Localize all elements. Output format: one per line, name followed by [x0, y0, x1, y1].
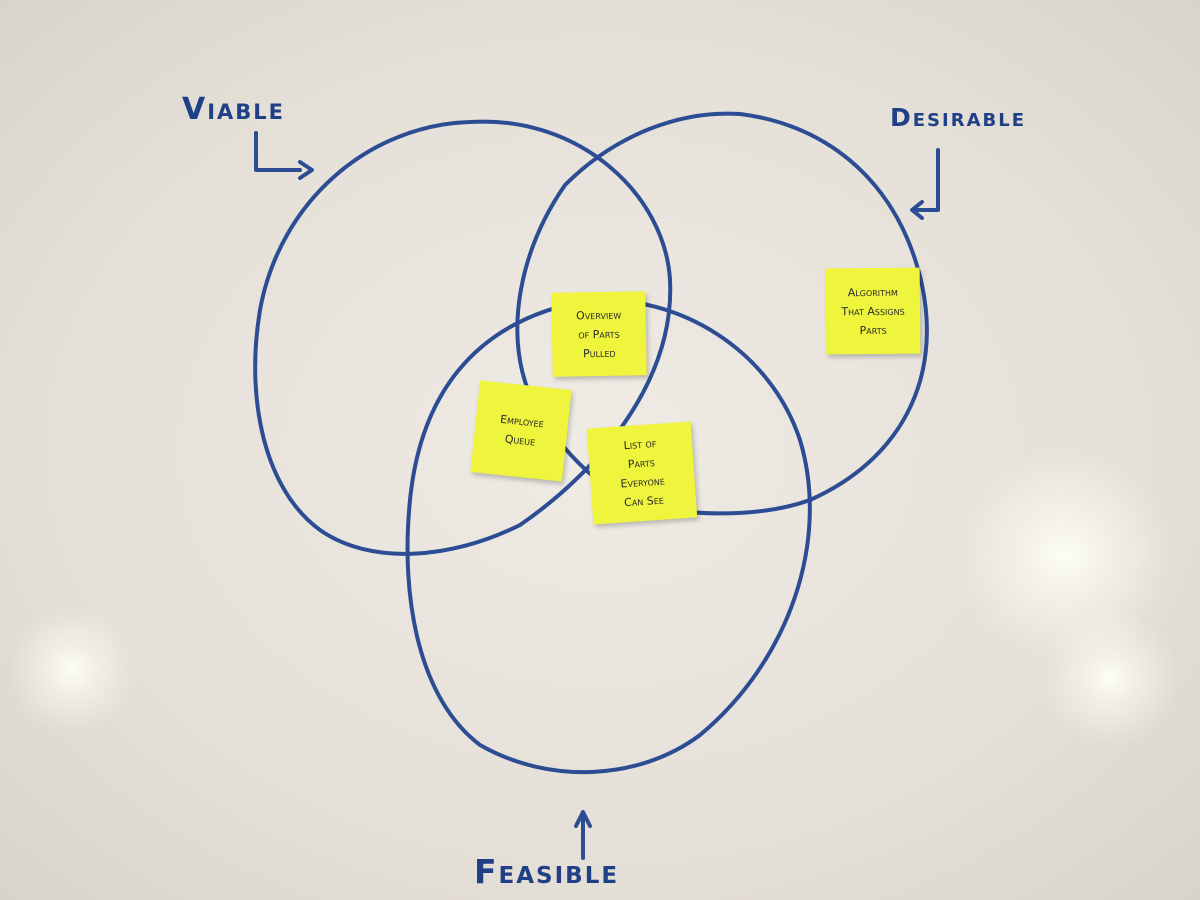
- viable-label: Viable: [182, 92, 286, 127]
- feasible-circle: [405, 297, 812, 775]
- viable-circle: [253, 119, 673, 556]
- feasible-label: Feasible: [474, 852, 620, 891]
- note-line: of Parts: [578, 327, 620, 341]
- note-line: Algorithm: [847, 285, 898, 299]
- note-line: That Assigns: [841, 304, 905, 318]
- note-line: Can See: [623, 493, 665, 510]
- note-line: Parts: [859, 323, 887, 337]
- sticky-note-parts-list[interactable]: List of Parts Everyone Can See: [586, 421, 698, 525]
- feasible-arrow: [574, 810, 592, 860]
- viable-arrow: [254, 131, 314, 180]
- note-line: List of: [623, 436, 657, 453]
- sticky-note-algorithm[interactable]: Algorithm That Assigns Parts: [825, 267, 921, 355]
- desirable-label: Desirable: [890, 103, 1026, 132]
- note-line: Overview: [575, 308, 622, 322]
- sticky-note-overview[interactable]: Overview of Parts Pulled: [551, 291, 647, 377]
- note-line: Queue: [504, 432, 536, 449]
- note-line: Pulled: [582, 346, 616, 360]
- sticky-note-employee-queue[interactable]: Employee Queue: [470, 380, 572, 482]
- desirable-arrow: [910, 148, 940, 220]
